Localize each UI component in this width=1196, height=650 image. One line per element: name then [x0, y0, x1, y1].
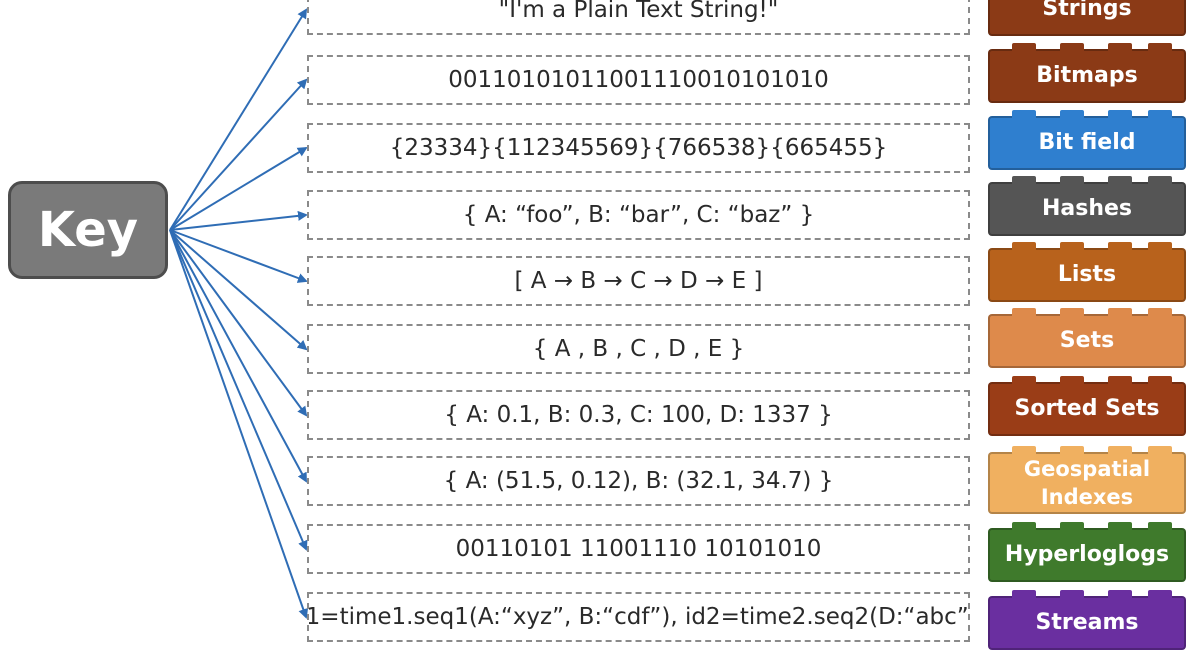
value-row-9: 00110101 11001110 10101010 — [307, 524, 970, 574]
brick-stud — [1148, 308, 1172, 316]
brick-stud — [1060, 43, 1084, 51]
brick-stud — [1060, 590, 1084, 598]
brick-stud — [1060, 176, 1084, 184]
value-text: {23334}{112345569}{766538}{665455} — [389, 135, 888, 161]
value-text: 00110101 11001110 10101010 — [455, 536, 822, 562]
key-label: Key — [37, 202, 139, 258]
value-text: { A , B , C , D , E } — [532, 336, 745, 362]
value-row-3: {23334}{112345569}{766538}{665455} — [307, 123, 970, 173]
brick-stud — [1012, 176, 1036, 184]
arrow-9 — [169, 229, 308, 551]
value-row-7: { A: 0.1, B: 0.3, C: 100, D: 1337 } — [307, 390, 970, 440]
arrow-7 — [169, 229, 308, 417]
type-brick-4: Hashes — [988, 176, 1186, 236]
value-row-4: { A: “foo”, B: “bar”, C: “baz” } — [307, 190, 970, 240]
value-row-8: { A: (51.5, 0.12), B: (32.1, 34.7) } — [307, 456, 970, 506]
brick-stud — [1060, 110, 1084, 118]
brick-stud — [1060, 446, 1084, 454]
value-text: { A: “foo”, B: “bar”, C: “baz” } — [462, 202, 815, 228]
arrow-3 — [169, 146, 308, 231]
type-brick-5: Lists — [988, 242, 1186, 302]
type-label: Hyperloglogs — [1004, 542, 1170, 567]
value-text: {id1=time1.seq1(A:“xyz”, B:“cdf”), id2=t… — [307, 604, 970, 630]
type-label: Streams — [1035, 610, 1139, 635]
brick-stud — [1060, 242, 1084, 250]
brick-stud — [1148, 110, 1172, 118]
brick-stud — [1148, 522, 1172, 530]
value-row-2: 00110101011001110010101010 — [307, 55, 970, 105]
brick-stud — [1108, 242, 1132, 250]
type-brick-9: Hyperloglogs — [988, 522, 1186, 582]
arrow-2 — [169, 78, 308, 231]
type-label: Hashes — [1041, 196, 1133, 221]
brick-stud — [1108, 376, 1132, 384]
key-box: Key — [8, 181, 168, 279]
value-text: { A: 0.1, B: 0.3, C: 100, D: 1337 } — [444, 402, 833, 428]
brick-stud — [1012, 43, 1036, 51]
brick-stud — [1108, 308, 1132, 316]
type-brick-1: Strings — [988, 0, 1186, 36]
value-row-6: { A , B , C , D , E } — [307, 324, 970, 374]
type-brick-2: Bitmaps — [988, 43, 1186, 103]
brick-stud — [1108, 522, 1132, 530]
type-label: Sorted Sets — [1014, 396, 1160, 421]
brick-stud — [1012, 308, 1036, 316]
brick-stud — [1108, 110, 1132, 118]
type-brick-3: Bit field — [988, 110, 1186, 170]
arrow-5 — [169, 229, 308, 283]
type-label: Strings — [1042, 0, 1132, 21]
type-label: Bitmaps — [1036, 63, 1138, 88]
arrow-8 — [169, 229, 307, 483]
brick-stud — [1108, 590, 1132, 598]
brick-stud — [1148, 43, 1172, 51]
brick-stud — [1012, 110, 1036, 118]
key-to-values-arrows — [169, 8, 309, 619]
arrow-4 — [169, 210, 308, 231]
type-label: Sets — [1059, 328, 1115, 353]
brick-stud — [1108, 446, 1132, 454]
type-brick-7: Sorted Sets — [988, 376, 1186, 436]
brick-stud — [1012, 376, 1036, 384]
arrow-1 — [169, 8, 308, 231]
type-brick-6: Sets — [988, 308, 1186, 368]
brick-stud — [1148, 590, 1172, 598]
brick-stud — [1060, 308, 1084, 316]
value-text: [ A → B → C → D → E ] — [514, 268, 763, 294]
brick-stud — [1108, 43, 1132, 51]
arrow-6 — [169, 229, 308, 351]
brick-stud — [1012, 590, 1036, 598]
type-label: Bit field — [1038, 130, 1136, 155]
brick-stud — [1148, 446, 1172, 454]
brick-stud — [1012, 446, 1036, 454]
value-row-5: [ A → B → C → D → E ] — [307, 256, 970, 306]
value-text: 00110101011001110010101010 — [448, 67, 829, 93]
brick-stud — [1108, 176, 1132, 184]
value-text: { A: (51.5, 0.12), B: (32.1, 34.7) } — [443, 468, 834, 494]
type-brick-8: Geospatial Indexes — [988, 446, 1186, 514]
value-text: "I'm a Plain Text String!" — [498, 0, 779, 23]
brick-stud — [1148, 242, 1172, 250]
type-label: Lists — [1057, 262, 1117, 287]
brick-stud — [1148, 176, 1172, 184]
arrow-10 — [169, 229, 309, 619]
type-brick-10: Streams — [988, 590, 1186, 650]
brick-stud — [1012, 522, 1036, 530]
value-row-1: "I'm a Plain Text String!" — [307, 0, 970, 35]
brick-stud — [1012, 242, 1036, 250]
brick-stud — [1060, 522, 1084, 530]
value-row-10: {id1=time1.seq1(A:“xyz”, B:“cdf”), id2=t… — [307, 592, 970, 642]
brick-stud — [1060, 376, 1084, 384]
type-label: Geospatial Indexes — [1023, 457, 1151, 509]
brick-stud — [1148, 376, 1172, 384]
